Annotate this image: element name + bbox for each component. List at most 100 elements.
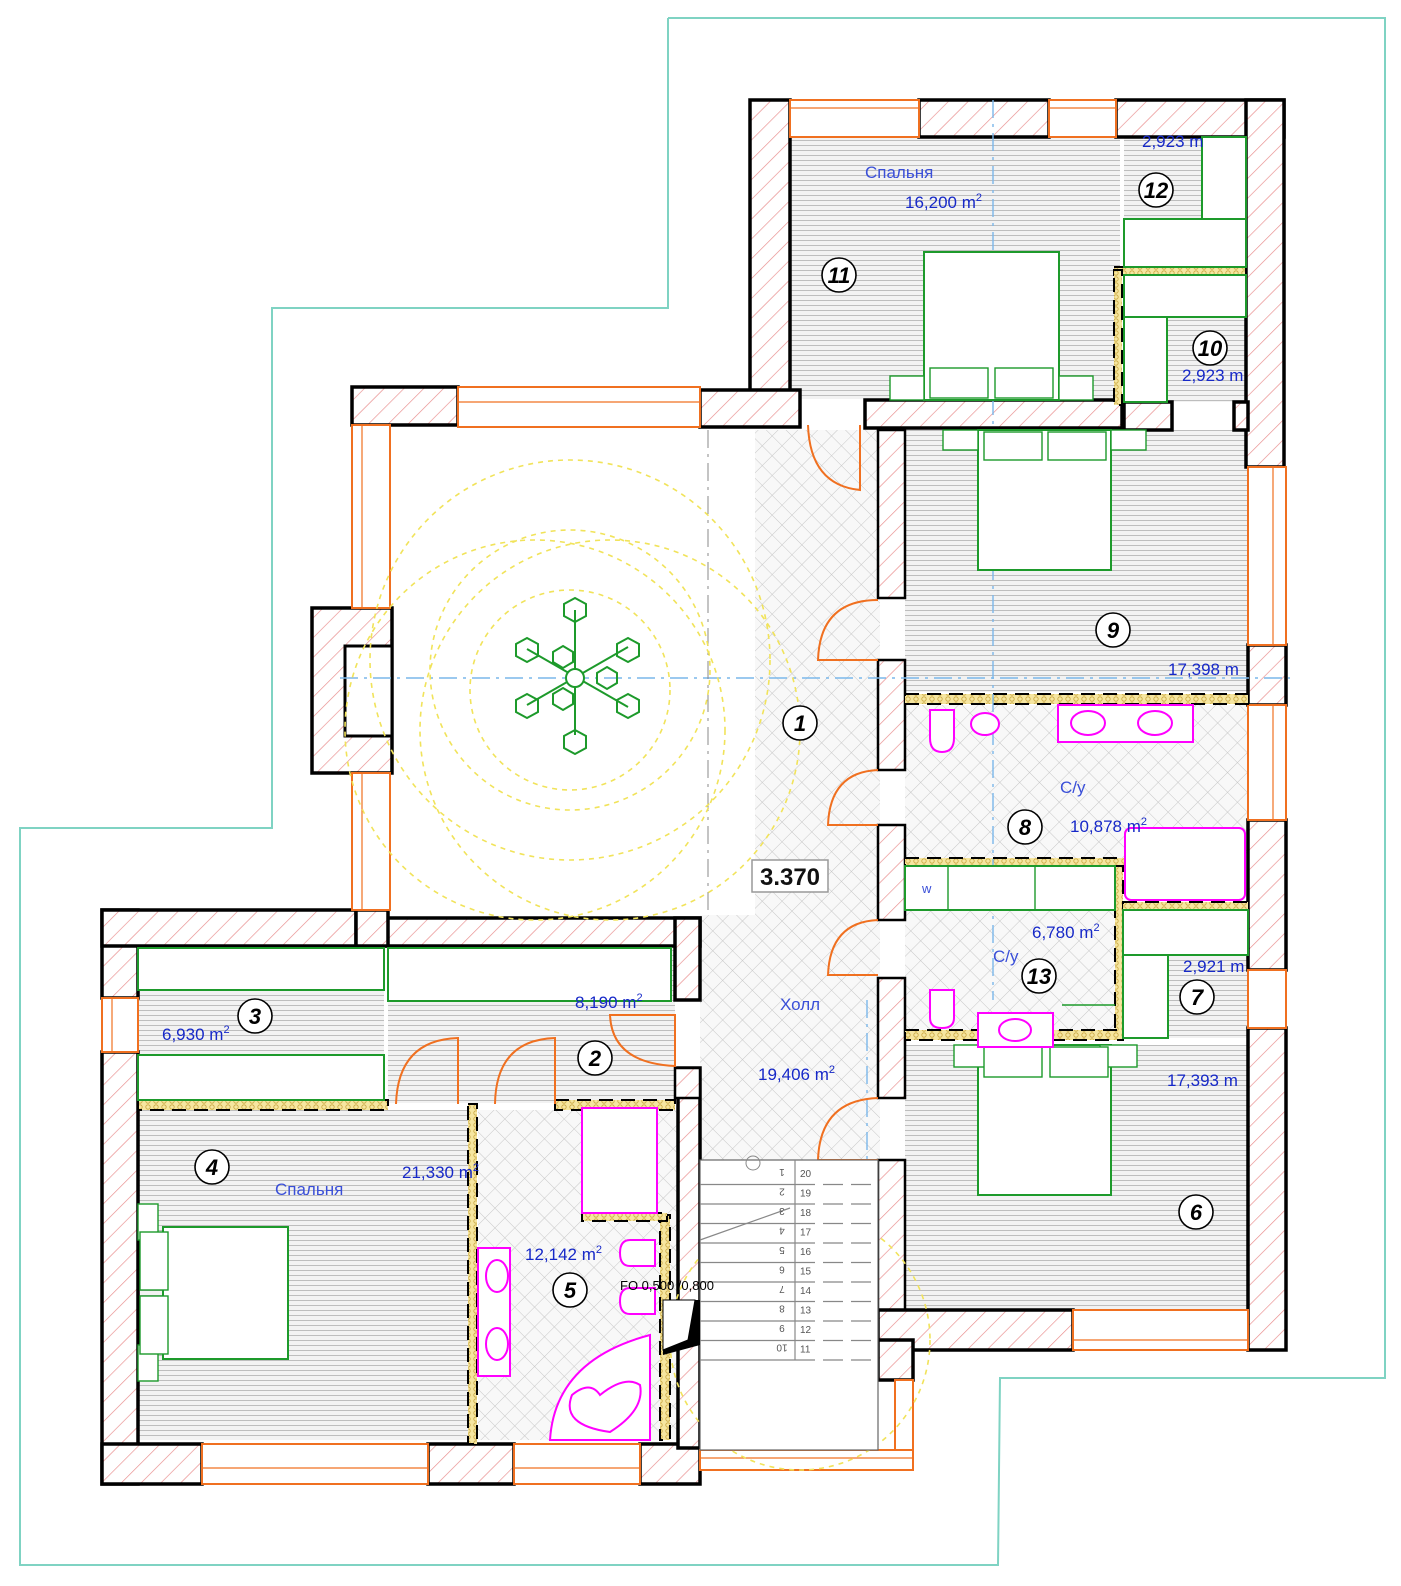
wall [673, 916, 702, 1002]
wall [426, 1442, 516, 1486]
stair-step-number: 13 [800, 1306, 812, 1317]
room-number-circle [577, 1040, 613, 1076]
stair-step-number: 17 [800, 1228, 812, 1239]
bidet-icon [970, 712, 1000, 736]
wall-niche [343, 644, 394, 738]
hall-floor-upper [755, 430, 880, 915]
floor-level: 3.370 [760, 864, 820, 891]
room-number: 13 [1027, 964, 1051, 989]
room-area: 17,398 m [1168, 660, 1239, 679]
partition [1122, 901, 1249, 911]
room-number: 4 [205, 1155, 218, 1180]
wall [1246, 818, 1288, 972]
shower-icon [581, 1107, 658, 1214]
stair-step-number: 16 [800, 1247, 812, 1258]
wall [1246, 643, 1288, 707]
bed-room-4-icon [137, 1203, 289, 1382]
room-number: 6 [1190, 1200, 1203, 1225]
wall [876, 823, 907, 922]
room-number: 9 [1107, 618, 1120, 643]
wall [1244, 98, 1286, 469]
wall [1246, 1026, 1288, 1352]
partition [1113, 269, 1123, 406]
wall [876, 976, 907, 1100]
partition [904, 857, 1128, 867]
room-number: 8 [1019, 815, 1032, 840]
wall [698, 388, 802, 429]
wardrobes [137, 136, 1249, 1101]
wall [1232, 400, 1250, 432]
partition [1113, 266, 1247, 276]
room-name: Холл [780, 995, 820, 1014]
room-number: 10 [1198, 336, 1223, 361]
wall [100, 908, 358, 948]
room-area: 2,923 m [1142, 132, 1203, 151]
wall [100, 1050, 140, 1486]
bathtub-icon [1124, 827, 1246, 901]
room-number-circle [1178, 1194, 1214, 1230]
room-number-circle [1138, 172, 1174, 208]
room-number-circle [552, 1272, 588, 1308]
room-name: С/у [1060, 778, 1086, 797]
room-number: 1 [794, 711, 806, 736]
room-area: 8,190 m2 [575, 992, 643, 1012]
room-number: 7 [1191, 985, 1205, 1010]
stair-step-number: 14 [800, 1286, 812, 1297]
partition [581, 1212, 668, 1222]
bed-room-11-icon [889, 251, 1094, 401]
room-hall-label: Холл 19,406 m2 [758, 995, 835, 1084]
room-area: 10,878 m2 [1070, 816, 1147, 836]
stair-step-number: 8 [779, 1303, 785, 1314]
stair-step-number: 1 [779, 1166, 785, 1177]
stair-step-number: 3 [779, 1205, 785, 1216]
room-7-label: 72,921 m [1179, 957, 1244, 1015]
room-name: Спальня [275, 1180, 343, 1199]
stair-step-number: 9 [779, 1322, 785, 1333]
room-number-circle [1095, 612, 1131, 648]
wall [638, 1442, 702, 1486]
stair-step-number: 18 [800, 1208, 812, 1219]
room-number-circle [782, 705, 818, 741]
room-number-circle [1007, 809, 1043, 845]
partition [467, 1103, 478, 1445]
room-area: 6,930 m2 [162, 1024, 230, 1044]
room-5-label: 512,142 m2 [525, 1244, 602, 1308]
wall [100, 1442, 204, 1486]
hall-floor-lower [700, 915, 880, 1160]
stair-step-number: 2 [779, 1186, 785, 1197]
room-3-label: 36,930 m2 [162, 998, 273, 1044]
stair-step-number: 20 [800, 1169, 812, 1180]
room-area: 2,923 m [1182, 366, 1243, 385]
wall [676, 1066, 702, 1450]
room-number-circle [194, 1149, 230, 1185]
partition [904, 693, 1249, 705]
wall [876, 1338, 915, 1382]
wall [354, 908, 390, 948]
stair-step-number: 12 [800, 1325, 812, 1336]
partition [137, 1099, 389, 1111]
wall [748, 98, 792, 402]
room-number-circle [1179, 979, 1215, 1015]
bed-room-6-icon [953, 1044, 1138, 1196]
chandelier-icon [515, 596, 640, 756]
room-6-label: 617,393 m [1167, 1071, 1238, 1230]
room-number-circle [237, 998, 273, 1034]
room-area: 16,200 m2 [905, 192, 982, 212]
doors [395, 424, 879, 1161]
wall [1122, 400, 1174, 432]
room-area: 19,406 m2 [758, 1064, 835, 1084]
wall [917, 98, 1051, 139]
sanitary-fixtures [477, 704, 1246, 1441]
room-8-label: 8 С/у 10,878 m2 [1007, 778, 1147, 845]
room-number-circle [1021, 958, 1057, 994]
room-13-label: 13С/у6,780 m2 [993, 922, 1100, 994]
room-1-label: 1 [782, 705, 818, 741]
partition [1114, 865, 1124, 1039]
room-number: 12 [1144, 178, 1169, 203]
room-name: Спальня [865, 163, 933, 182]
room-12-label: 12 2,923 m [1138, 132, 1203, 208]
windows [101, 99, 1287, 1485]
